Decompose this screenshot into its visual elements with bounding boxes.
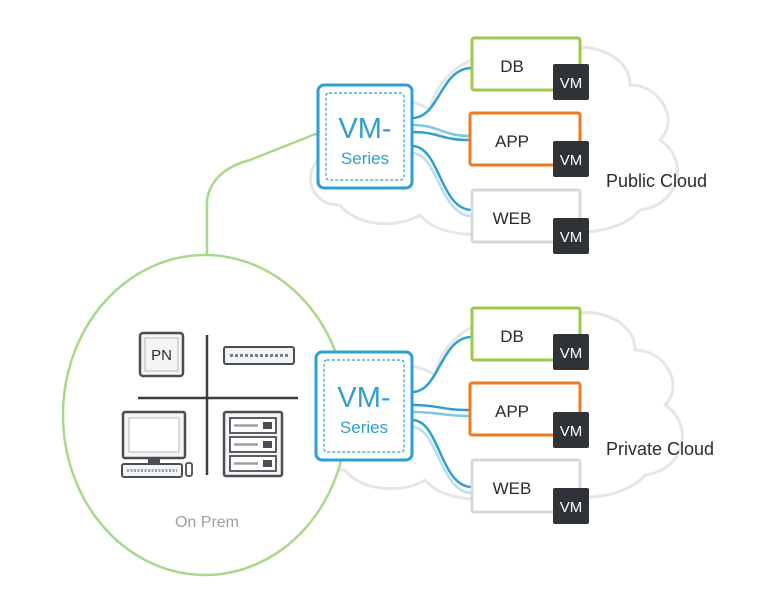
- public-tier-app: APP VM: [468, 111, 589, 177]
- public-fw-to-web-link-2: [411, 151, 473, 218]
- pn-appliance-icon: PN: [138, 331, 185, 378]
- private-tier-db: DB VM: [470, 306, 589, 370]
- public-tier-web: WEB VM: [470, 188, 589, 254]
- vm-badge-label: VM: [560, 75, 583, 92]
- connection-lines: [205, 66, 473, 495]
- private-tier-web: WEB VM: [470, 458, 589, 524]
- onprem-to-public-link: [205, 131, 319, 258]
- pn-appliance-label: PN: [151, 347, 172, 364]
- public-vm-series-subtitle: Series: [341, 149, 389, 168]
- vm-badge-label: VM: [560, 423, 583, 440]
- private-fw-to-web-link: [411, 418, 473, 489]
- public-cloud-label: Public Cloud: [606, 171, 707, 191]
- public-fw-to-web-link: [411, 144, 473, 212]
- public-vm-series-title: VM-: [338, 113, 391, 145]
- vm-badge-label: VM: [560, 499, 583, 516]
- private-tier-app-label: APP: [495, 402, 529, 421]
- vm-badge: [553, 218, 589, 254]
- vm-badge: [553, 488, 589, 524]
- vm-badge-label: VM: [560, 345, 583, 362]
- vm-badge: [553, 334, 589, 370]
- vm-badge-label: VM: [560, 152, 583, 169]
- private-vm-series-firewall: VM- Series: [314, 350, 414, 462]
- private-fw-to-db-link: [411, 335, 473, 394]
- public-fw-to-app-link-2: [411, 123, 471, 138]
- private-tier-web-label: WEB: [493, 479, 532, 498]
- public-fw-to-app-link: [411, 130, 471, 142]
- private-tier-app: APP VM: [468, 381, 589, 448]
- network-switch-icon: [223, 346, 295, 365]
- private-vm-series-title: VM-: [337, 382, 390, 414]
- on-prem-zone: PN On Prem: [61, 253, 349, 577]
- private-fw-to-app-link: [411, 403, 471, 412]
- public-tier-app-label: APP: [495, 132, 529, 151]
- vm-badge: [553, 64, 589, 100]
- private-tier-db-label: DB: [500, 327, 524, 346]
- vm-badge-label: VM: [560, 229, 583, 246]
- private-fw-to-app-link-2: [411, 410, 471, 418]
- public-fw-to-db-link: [411, 66, 473, 120]
- desktop-computer-icon: [121, 410, 193, 478]
- public-tier-db-label: DB: [500, 57, 524, 76]
- on-prem-label: On Prem: [175, 514, 239, 531]
- public-tier-web-label: WEB: [493, 209, 532, 228]
- private-fw-to-web-link-2: [411, 425, 473, 495]
- private-vm-series-subtitle: Series: [340, 418, 388, 437]
- vm-badge: [553, 412, 589, 448]
- private-cloud-label: Private Cloud: [606, 439, 714, 459]
- public-vm-series-firewall: VM- Series: [316, 83, 414, 190]
- public-tier-db: DB VM: [470, 36, 589, 100]
- vm-badge: [553, 141, 589, 177]
- server-rack-icon: [222, 410, 284, 478]
